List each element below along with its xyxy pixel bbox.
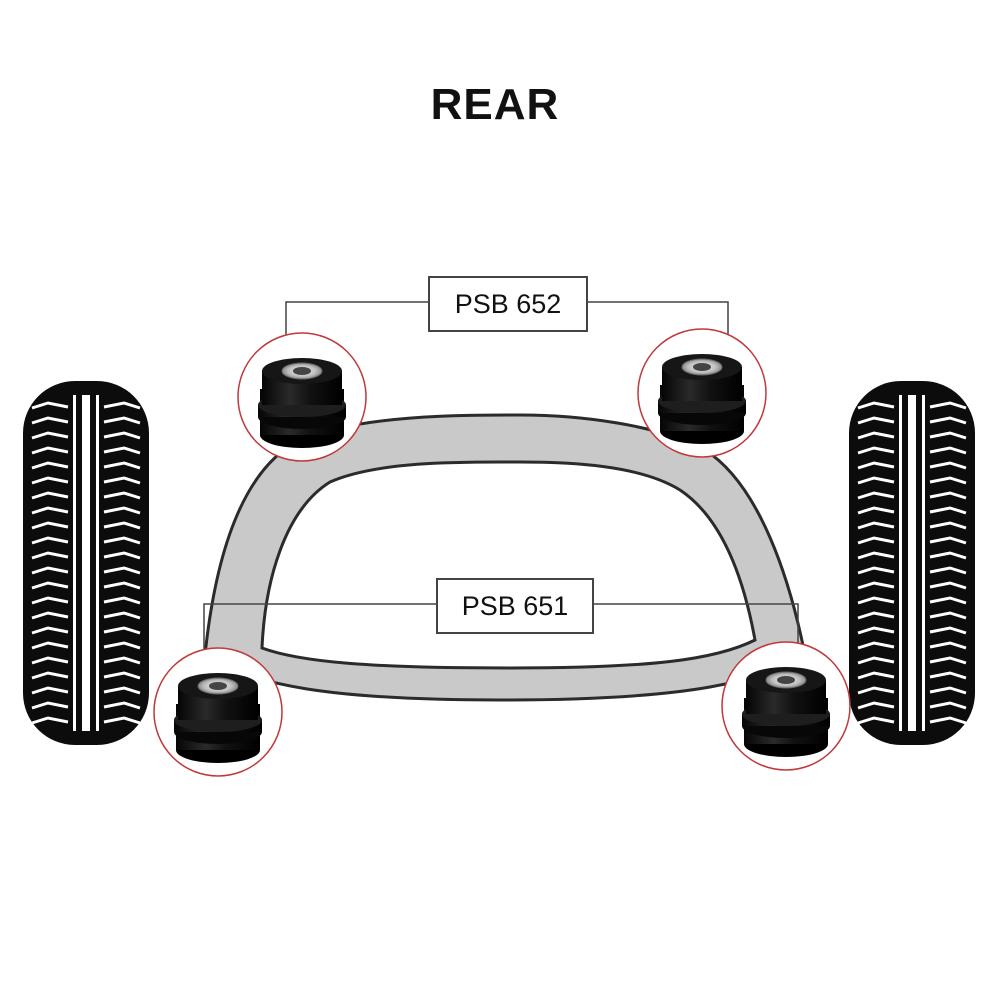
- bush-top-right: [637, 328, 767, 458]
- bush-bottom-left: [153, 647, 283, 777]
- bush-bottom-right: [721, 641, 851, 771]
- tyre-left: [21, 379, 151, 747]
- page-title: REAR: [430, 80, 560, 129]
- callout-psb-652: PSB 652: [428, 276, 588, 332]
- bush-top-left: [237, 332, 367, 462]
- callout-psb-651: PSB 651: [436, 578, 594, 634]
- leader-lines: [203, 301, 799, 650]
- tyre-right: [847, 379, 977, 747]
